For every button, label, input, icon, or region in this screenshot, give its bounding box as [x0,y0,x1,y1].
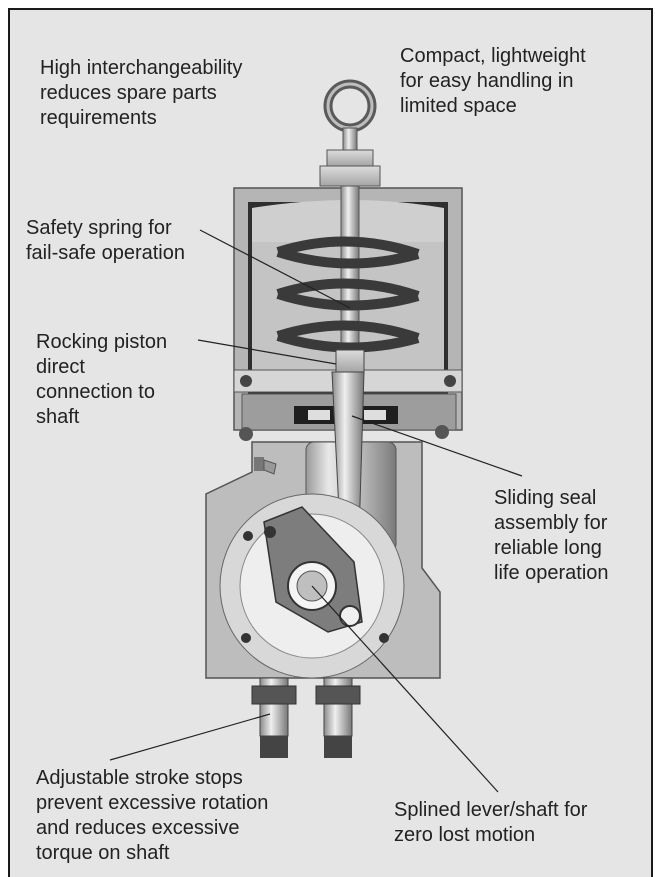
callout-compact: Compact, lightweight for easy handling i… [400,44,586,119]
callout-line: and reduces excessive [36,817,240,839]
lifting-eyebolt-icon [319,79,381,187]
callout-line: connection to [36,381,155,403]
actuator-cutaway-diagram [109,79,523,793]
callout-line: for easy handling in [400,70,574,92]
callout-line: Sliding seal [494,487,597,509]
callout-line: shaft [36,406,80,428]
callout-line: Rocking piston [36,331,168,353]
callout-line: High interchangeability [40,57,243,79]
callout-line: zero lost motion [394,824,536,846]
leader-splined-lever [311,585,499,793]
callout-line: limited space [400,95,517,117]
callout-splined-lever: Splined lever/shaft for zero lost motion [394,798,587,848]
stroke-stop-left [251,677,297,758]
callout-line: Adjustable stroke stops [36,767,243,789]
callout-line: reliable long [494,537,602,559]
callout-sliding-seal: Sliding seal assembly for reliable long … [494,486,609,586]
callout-line: Compact, lightweight [400,45,586,67]
callout-interchangeability: High interchangeability reduces spare pa… [40,56,242,131]
callout-line: fail-safe operation [26,242,185,264]
callout-stroke-stops: Adjustable stroke stops prevent excessiv… [36,766,268,866]
leader-sliding-seal [351,415,523,477]
leader-stroke-stops [109,713,271,761]
callout-rocking-piston: Rocking piston direct connection to shaf… [36,330,167,430]
leader-safety-spring [199,229,351,309]
callout-line: reduces spare parts [40,82,217,104]
callout-line: assembly for [494,512,608,534]
callout-line: direct [36,356,85,378]
callout-line: torque on shaft [36,842,170,864]
callout-line: Splined lever/shaft for [394,799,588,821]
diagram-frame: High interchangeability reduces spare pa… [8,8,653,877]
safety-spring [276,236,420,353]
leader-lines [109,229,523,793]
callout-line: prevent excessive rotation [36,792,269,814]
stroke-stop-right [315,677,361,758]
callout-line: requirements [40,107,157,129]
callout-line: life operation [494,562,609,584]
callout-line: Safety spring for [26,217,172,239]
callout-safety-spring: Safety spring for fail-safe operation [26,216,185,266]
leader-rocking-piston [197,339,337,365]
